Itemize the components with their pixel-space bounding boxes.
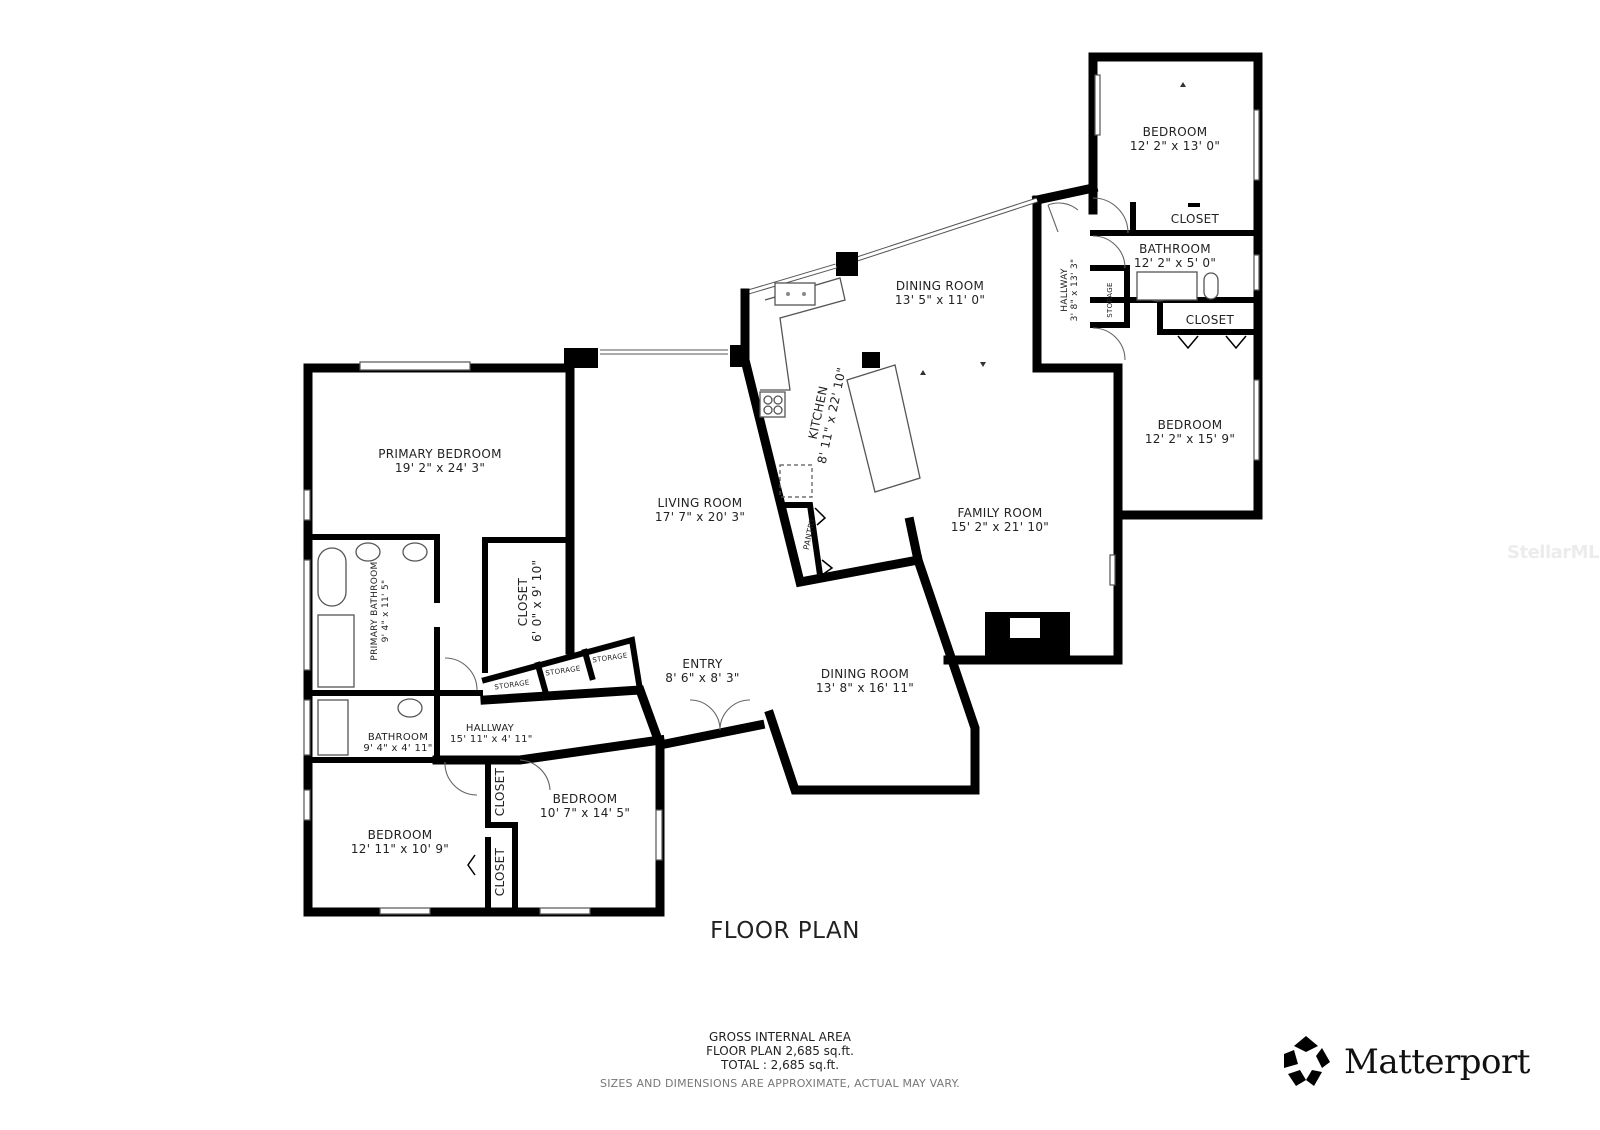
west-wing-walls [303, 348, 766, 917]
room-dims: 3' 8" x 13' 3" [1070, 258, 1080, 322]
room-name: CLOSET [493, 767, 507, 817]
room-label-entry: ENTRY 8' 6" x 8' 3" [660, 657, 745, 685]
matterport-logo-icon [1284, 1036, 1330, 1086]
room-label-bathroom-w: BATHROOM 9' 4" x 4' 11" [358, 732, 438, 754]
room-label-storage-e: STORAGE [1106, 280, 1114, 320]
room-name: CLOSET [1185, 313, 1235, 327]
room-name: PRIMARY BEDROOM [378, 447, 502, 461]
room-label-dining-room-n: DINING ROOM 13' 5" x 11' 0" [880, 279, 1000, 307]
room-name: HALLWAY [1060, 268, 1070, 312]
room-name: HALLWAY [465, 723, 515, 734]
room-dims: 8' 6" x 8' 3" [665, 671, 740, 685]
room-dims: 17' 7" x 20' 3" [654, 510, 746, 524]
room-name: CLOSET [516, 577, 530, 627]
room-name: STORAGE [1106, 282, 1114, 318]
room-dims: 19' 2" x 24' 3" [394, 461, 486, 475]
room-name: BEDROOM [552, 792, 618, 806]
room-name: ENTRY [682, 657, 723, 671]
room-label-bedroom-e: BEDROOM 12' 2" x 15' 9" [1135, 418, 1245, 446]
room-name: PRIMARY BATHROOM [370, 561, 380, 661]
mls-watermark: StellarMLS [1507, 542, 1600, 563]
plan-title: FLOOR PLAN [710, 918, 860, 944]
disclaimer: SIZES AND DIMENSIONS ARE APPROXIMATE, AC… [600, 1077, 960, 1090]
brand-name: Matterport [1344, 1042, 1530, 1082]
area-floor-plan: FLOOR PLAN 2,685 sq.ft. [706, 1044, 854, 1058]
room-label-primary-bedroom: PRIMARY BEDROOM 19' 2" x 24' 3" [375, 447, 505, 475]
room-name: BATHROOM [1139, 242, 1211, 256]
room-label-closet-e: CLOSET [1180, 313, 1240, 327]
room-dims: 13' 8" x 16' 11" [815, 681, 915, 695]
room-dims: 9' 4" x 4' 11" [363, 743, 433, 754]
room-name: BATHROOM [367, 732, 429, 743]
room-name: DINING ROOM [820, 667, 910, 681]
room-dims: 12' 2" x 5' 0" [1133, 256, 1217, 270]
room-name: LIVING ROOM [657, 496, 743, 510]
room-label-primary-bathroom: PRIMARY BATHROOM 9' 4" x 11' 5" [370, 556, 392, 666]
room-label-bedroom-ne: BEDROOM 12' 2" x 13' 0" [1120, 125, 1230, 153]
area-heading: GROSS INTERNAL AREA [709, 1030, 851, 1044]
room-label-bedroom-s: BEDROOM 10' 7" x 14' 5" [535, 792, 635, 820]
room-dims: 15' 11" x 4' 11" [450, 734, 533, 745]
room-name: BEDROOM [1142, 125, 1208, 139]
room-name: BEDROOM [1157, 418, 1223, 432]
room-dims: 15' 2" x 21' 10" [950, 520, 1050, 534]
gross-internal-area: GROSS INTERNAL AREA FLOOR PLAN 2,685 sq.… [630, 1030, 930, 1072]
room-label-dining-room-s: DINING ROOM 13' 8" x 16' 11" [805, 667, 925, 695]
room-name: CLOSET [1170, 212, 1220, 226]
room-label-hallway-w: HALLWAY 15' 11" x 4' 11" [450, 723, 533, 745]
area-total: TOTAL : 2,685 sq.ft. [720, 1058, 840, 1072]
room-name: BEDROOM [367, 828, 433, 842]
room-dims: 6' 0" x 9' 10" [530, 559, 544, 642]
room-dims: 12' 11" x 10' 9" [350, 842, 450, 856]
room-dims: 12' 2" x 13' 0" [1129, 139, 1221, 153]
room-label-closet-s1: CLOSET [493, 767, 507, 817]
room-dims: 12' 2" x 15' 9" [1144, 432, 1236, 446]
room-label-closet-s2: CLOSET [493, 847, 507, 897]
room-label-family-room: FAMILY ROOM 15' 2" x 21' 10" [935, 506, 1065, 534]
matterport-logo: Matterport [1278, 1034, 1530, 1090]
central-east-walls [730, 182, 1123, 795]
room-label-bathroom-e: BATHROOM 12' 2" x 5' 0" [1120, 242, 1230, 270]
room-dims: 13' 5" x 11' 0" [894, 293, 986, 307]
room-dims: 9' 4" x 11' 5" [381, 579, 391, 643]
room-label-hallway-e: HALLWAY 3' 8" x 13' 3" [1060, 246, 1080, 334]
room-name: DINING ROOM [895, 279, 985, 293]
room-label-closet-ne: CLOSET [1165, 212, 1225, 226]
room-name: FAMILY ROOM [957, 506, 1043, 520]
room-dims: 10' 7" x 14' 5" [539, 806, 631, 820]
room-label-bedroom-sw: BEDROOM 12' 11" x 10' 9" [340, 828, 460, 856]
room-label-closet-walkin: CLOSET 6' 0" x 9' 10" [516, 559, 544, 642]
ne-wing-walls [1032, 52, 1263, 520]
room-name: CLOSET [493, 847, 507, 897]
wall-markers [920, 82, 1186, 375]
room-label-living-room: LIVING ROOM 17' 7" x 20' 3" [640, 496, 760, 524]
